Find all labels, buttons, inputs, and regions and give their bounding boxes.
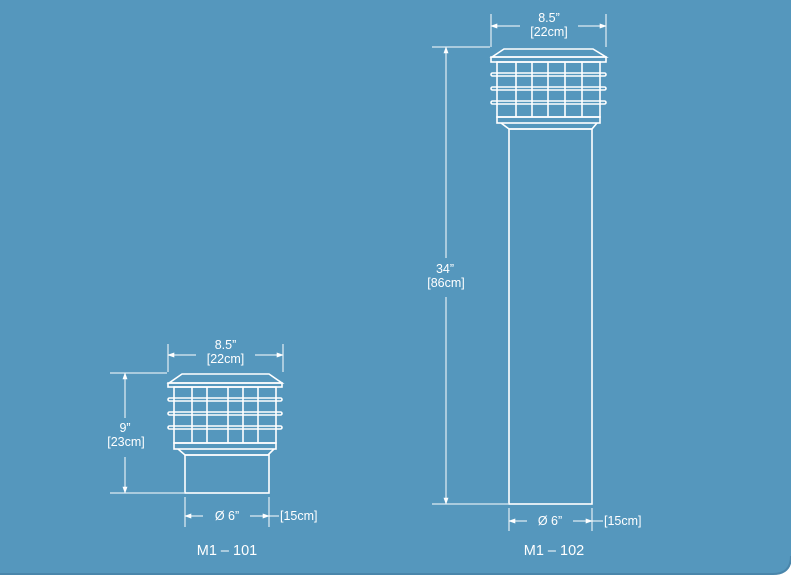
width-label-cm: [22cm] (530, 25, 568, 39)
diameter-label-in: Ø 6” (215, 509, 239, 523)
cage-rings (167, 397, 283, 430)
pipe-body (508, 128, 593, 505)
height-label-cm: [86cm] (427, 276, 465, 290)
cowl-m1-101 (166, 373, 285, 494)
height-dimension-m1-102: 34” [86cm] (427, 46, 508, 505)
height-dimension-m1-101: 9” [23cm] (107, 372, 184, 494)
diameter-label-cm: [15cm] (280, 509, 318, 523)
width-dimension-m1-101: 8.5” [22cm] (167, 338, 284, 372)
diameter-dimension-m1-101: Ø 6” [15cm] (184, 497, 318, 527)
model-label-m1-101: M1 – 101 (197, 543, 257, 559)
cage-rings (490, 72, 607, 105)
width-label-in: 8.5” (215, 338, 237, 352)
height-label-in: 34” (436, 262, 454, 276)
width-label-cm: [22cm] (207, 352, 245, 366)
model-label-m1-102: M1 – 102 (524, 543, 584, 559)
diameter-label-cm: [15cm] (604, 514, 642, 528)
pipe-body (184, 454, 270, 494)
width-label-in: 8.5” (538, 11, 560, 25)
height-label-cm: [23cm] (107, 435, 145, 449)
base-plate (173, 442, 277, 450)
diameter-label-in: Ø 6” (538, 514, 562, 528)
cowl-m1-102 (489, 48, 609, 505)
width-dimension-m1-102: 8.5” [22cm] (490, 11, 607, 47)
diameter-dimension-m1-102: Ø 6” [15cm] (508, 508, 642, 531)
base-plate (496, 116, 601, 124)
height-label-in: 9” (119, 421, 130, 435)
